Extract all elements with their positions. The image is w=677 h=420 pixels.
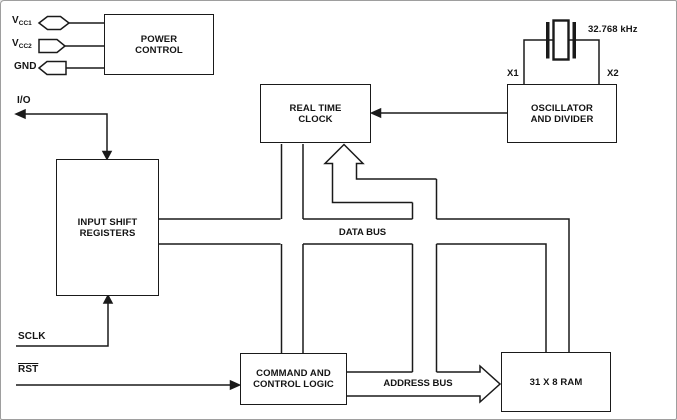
io-arrowhead-left <box>14 108 26 120</box>
x2-pin-label: X2 <box>607 68 619 79</box>
vcc2-pin-symbol <box>38 38 67 54</box>
power-control-block: POWER CONTROL <box>104 14 214 75</box>
vcc1-pin-label: VCC1 <box>12 15 32 28</box>
real-time-clock-label: REAL TIME CLOCK <box>289 102 342 125</box>
rtc-up-arrow-bus <box>323 143 437 204</box>
data-bus-label: DATA BUS <box>338 227 387 238</box>
input-shift-registers-block: INPUT SHIFT REGISTERS <box>56 159 159 296</box>
crystal-frequency-label: 32.768 kHz <box>588 24 638 35</box>
io-arrowhead-down <box>101 150 113 161</box>
io-pin-label: I/O <box>17 95 31 106</box>
input-shift-registers-label: INPUT SHIFT REGISTERS <box>77 216 138 239</box>
oscillator-divider-block: OSCILLATOR AND DIVIDER <box>507 84 617 143</box>
crystal-body <box>552 19 570 61</box>
sclk-arrowhead-up <box>102 293 114 304</box>
sclk-wire <box>16 303 109 347</box>
vcc1-pin-symbol <box>37 15 71 31</box>
data-bus-bottom-line <box>159 243 547 352</box>
address-bus-label: ADDRESS BUS <box>383 378 453 389</box>
vcc2-pin-label: VCC2 <box>12 38 32 51</box>
rst-pin-label: RST <box>18 364 39 375</box>
power-control-label: POWER CONTROL <box>135 33 183 56</box>
gnd-pin-symbol <box>37 60 67 76</box>
rst-arrowhead-right <box>229 379 242 391</box>
command-control-logic-label: COMMAND AND CONTROL LOGIC <box>253 368 334 390</box>
data-bus-top-line <box>159 218 570 352</box>
crystal-plate-left <box>546 22 550 59</box>
real-time-clock-block: REAL TIME CLOCK <box>260 84 371 143</box>
oscillator-to-rtc-arrowhead <box>369 107 382 119</box>
crystal-plate-right <box>572 22 576 59</box>
ram-label: 31 X 8 RAM <box>529 376 583 388</box>
command-control-logic-block: COMMAND AND CONTROL LOGIC <box>240 353 347 405</box>
gnd-pin-label: GND <box>14 61 37 72</box>
sclk-pin-label: SCLK <box>18 331 46 342</box>
oscillator-divider-label: OSCILLATOR AND DIVIDER <box>530 102 594 125</box>
ram-block: 31 X 8 RAM <box>501 352 611 412</box>
address-bus-outline <box>347 364 502 404</box>
x1-pin-label: X1 <box>507 68 519 79</box>
io-wire <box>24 113 108 152</box>
